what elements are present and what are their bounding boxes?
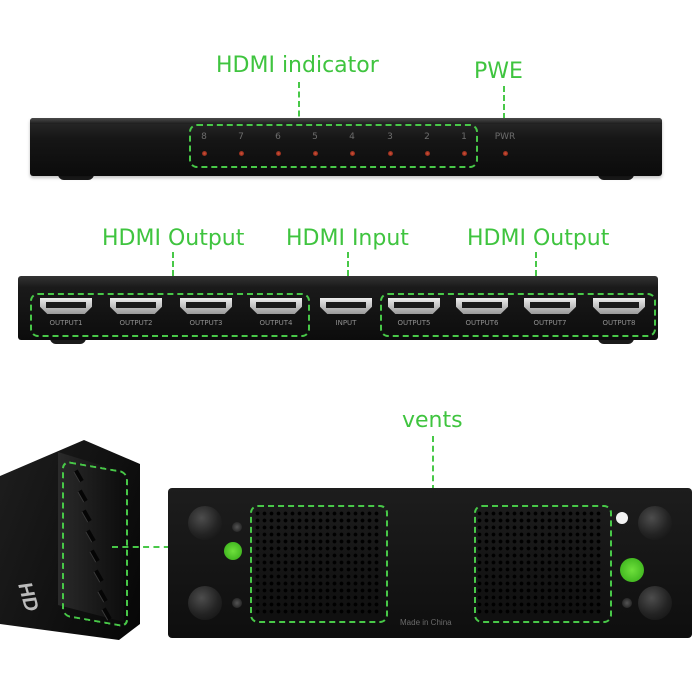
made-in-label: Made in China	[400, 618, 452, 627]
indicator-led	[349, 151, 355, 156]
indicator-label: 2	[424, 132, 430, 142]
indicator-label: 7	[238, 132, 244, 142]
port-label: OUTPUT3	[189, 319, 223, 327]
indicator-label: 8	[201, 132, 207, 142]
screw-icon	[232, 522, 242, 532]
hdmi-port-connector	[110, 298, 162, 314]
output-left-highlight-box	[30, 293, 310, 337]
power-label: PWR	[494, 132, 516, 142]
indicator-3: 3	[380, 132, 400, 156]
switch-port-panel: OUTPUT1 OUTPUT2 OUTPUT3 OUTPUT4 INPUT OU…	[18, 276, 658, 340]
hdmi-port-output4[interactable]: OUTPUT4	[250, 298, 302, 327]
hdmi-port-connector	[40, 298, 92, 314]
indicator-7: 7	[231, 132, 251, 156]
hdmi-port-output6[interactable]: OUTPUT6	[456, 298, 508, 327]
hdmi-port-connector	[320, 298, 372, 314]
indicator-led	[461, 151, 467, 156]
rubber-foot	[638, 506, 672, 540]
vent-grid-right	[476, 510, 602, 616]
port-label: OUTPUT4	[259, 319, 293, 327]
indicator-led	[201, 151, 207, 156]
leader-hdmi-output-left	[172, 252, 174, 294]
power-indicator: PWR	[493, 132, 517, 156]
port-label: OUTPUT7	[533, 319, 567, 327]
indicator-led	[312, 151, 318, 156]
indicator-led	[424, 151, 430, 156]
power-led	[502, 151, 508, 156]
port-foot-right	[598, 337, 634, 344]
green-qc-sticker	[224, 542, 242, 560]
hdmi-port-output2[interactable]: OUTPUT2	[110, 298, 162, 327]
indicator-label: 3	[387, 132, 393, 142]
hdmi-port-connector	[593, 298, 645, 314]
port-label: OUTPUT8	[602, 319, 636, 327]
output-right-highlight-box	[380, 293, 656, 337]
indicator-6: 6	[268, 132, 288, 156]
indicator-label: 1	[461, 132, 467, 142]
callout-hdmi-output-right: HDMI Output	[467, 226, 610, 251]
port-foot-left	[50, 337, 86, 344]
callout-hdmi-input: HDMI Input	[286, 226, 409, 251]
leader-hdmi-input	[347, 252, 349, 294]
indicator-label: 4	[349, 132, 355, 142]
indicator-highlight-box	[189, 124, 478, 168]
port-label: INPUT	[335, 319, 357, 327]
leader-pwe	[503, 86, 505, 128]
indicator-label: 6	[275, 132, 281, 142]
hdmi-port-output3[interactable]: OUTPUT3	[180, 298, 232, 327]
hdmi-port-connector	[388, 298, 440, 314]
callout-vents: vents	[402, 408, 463, 433]
hdmi-port-output5[interactable]: OUTPUT5	[388, 298, 440, 327]
hdmi-port-connector	[250, 298, 302, 314]
hdmi-port-connector	[456, 298, 508, 314]
screw-icon	[232, 598, 242, 608]
callout-hdmi-indicator: HDMI indicator	[216, 53, 379, 78]
hdmi-port-connector	[180, 298, 232, 314]
port-label: OUTPUT1	[49, 319, 83, 327]
hdmi-port-output7[interactable]: OUTPUT7	[524, 298, 576, 327]
rubber-foot	[188, 506, 222, 540]
callout-hdmi-output-left: HDMI Output	[102, 226, 245, 251]
indicator-led	[387, 151, 393, 156]
indicator-5: 5	[305, 132, 325, 156]
vents-left-highlight-box	[250, 505, 388, 623]
vent-grid-left	[254, 510, 380, 616]
vents-right-highlight-box	[474, 505, 612, 623]
indicator-label: 5	[312, 132, 318, 142]
hdmi-port-input[interactable]: INPUT	[320, 298, 372, 327]
indicator-8: 8	[194, 132, 214, 156]
rubber-foot	[188, 586, 222, 620]
leader-hdmi-output-right	[535, 252, 537, 294]
white-sticker	[616, 512, 628, 524]
green-qc-sticker	[620, 558, 644, 582]
front-foot-right	[598, 173, 634, 180]
hdmi-port-output1[interactable]: OUTPUT1	[40, 298, 92, 327]
indicator-led	[275, 151, 281, 156]
front-panel-rim	[30, 118, 662, 124]
switch-bottom-view: Made in China	[168, 488, 692, 638]
indicator-4: 4	[342, 132, 362, 156]
hdmi-port-output8[interactable]: OUTPUT8	[593, 298, 645, 327]
indicator-2: 2	[417, 132, 437, 156]
rubber-foot	[638, 586, 672, 620]
hdmi-port-connector	[524, 298, 576, 314]
port-label: OUTPUT2	[119, 319, 153, 327]
leader-hdmi-indicator	[298, 82, 300, 126]
side-vents-highlight-box	[62, 460, 128, 628]
screw-icon	[622, 598, 632, 608]
indicator-led	[238, 151, 244, 156]
indicator-1: 1	[454, 132, 474, 156]
front-foot-left	[58, 173, 94, 180]
callout-pwe: PWE	[474, 59, 523, 84]
port-label: OUTPUT6	[465, 319, 499, 327]
port-label: OUTPUT5	[397, 319, 431, 327]
